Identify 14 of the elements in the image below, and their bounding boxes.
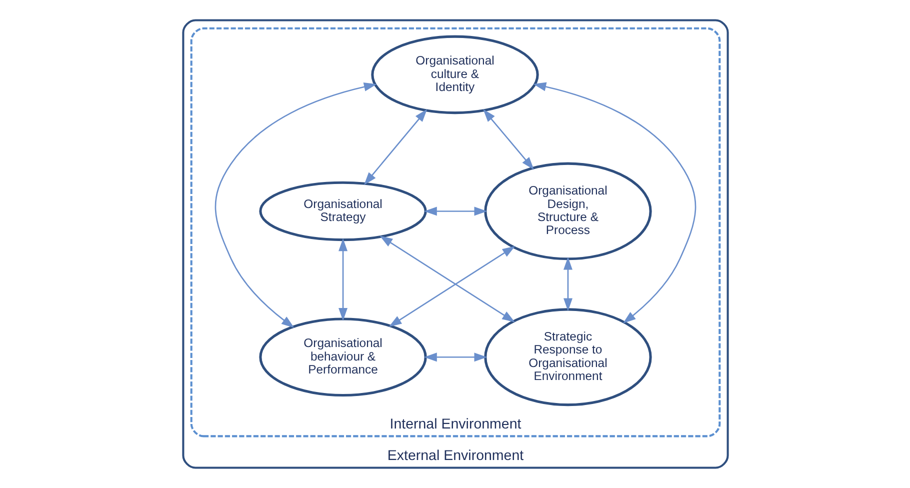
- arrow: [424, 206, 487, 216]
- node-ellipse: Organisational Design, Structure & Process: [484, 162, 652, 260]
- node-ellipse: Organisational Strategy: [258, 181, 426, 242]
- arrow: [388, 246, 515, 327]
- arrow: [532, 82, 696, 324]
- arrow: [338, 238, 348, 321]
- arrow: [214, 82, 376, 328]
- arrow: [379, 236, 514, 322]
- arrow: [562, 256, 572, 312]
- arrow: [364, 109, 427, 186]
- node-ellipse: Strategic Response to Organisational Environment: [484, 308, 652, 406]
- arrow: [424, 352, 487, 362]
- arrow: [482, 109, 534, 170]
- node-ellipse: Organisational culture & Identity: [370, 35, 538, 114]
